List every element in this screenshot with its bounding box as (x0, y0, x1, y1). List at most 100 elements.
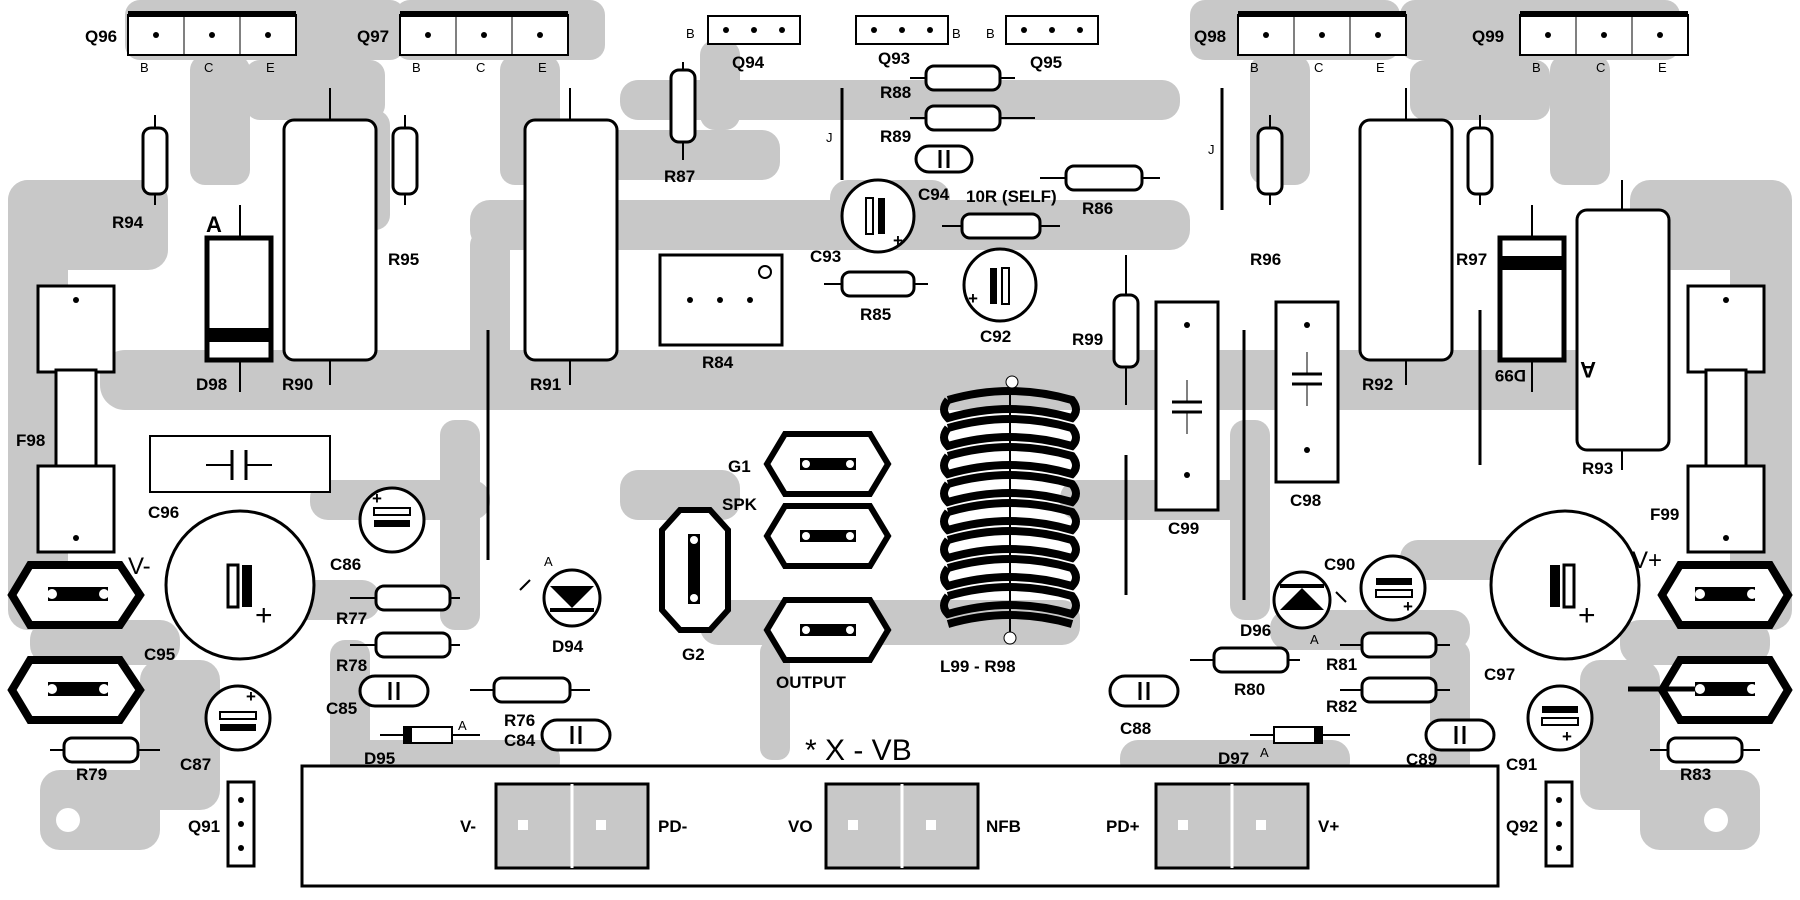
transistor-q91: Q91 (188, 780, 256, 868)
r91-label: R91 (530, 375, 561, 394)
r86-label: R86 (1082, 199, 1113, 218)
resistor-r92: R92 (1358, 88, 1454, 394)
r88-label: R88 (880, 83, 911, 102)
c95-label: C95 (144, 645, 175, 664)
transistor-q99: Q99 B C E (1472, 11, 1689, 75)
transistor-q95: B Q95 (986, 15, 1099, 72)
transistor-q92: Q92 (1506, 780, 1574, 868)
transistor-q98: Q98 B C E (1194, 11, 1407, 75)
g1-label: G1 (728, 457, 751, 476)
r77-label: R77 (336, 609, 367, 628)
conn-vo-label: VO (788, 817, 813, 836)
fuse-f98: F98 (16, 284, 116, 554)
v-minus-label: V- (128, 553, 151, 580)
l99-r98-label: L99 - R98 (940, 657, 1016, 676)
pin-c-label: C (476, 60, 485, 75)
pin-e-label: E (1376, 60, 1385, 75)
d96-label: D96 (1240, 621, 1271, 640)
r78-label: R78 (336, 656, 367, 675)
pin-c-label: C (1314, 60, 1323, 75)
r76-label: R76 (504, 711, 535, 730)
c87-label: C87 (180, 755, 211, 774)
r89-label: R89 (880, 127, 911, 146)
c97-label: C97 (1484, 665, 1515, 684)
resistor-r89: R89 (880, 104, 1035, 146)
terminal-bottom-right (1628, 656, 1793, 724)
d97-label: D97 (1218, 749, 1249, 768)
diode-d99: D99 A (1495, 205, 1596, 392)
resistor-r90: R90 (282, 88, 378, 394)
jumper-wires (486, 88, 1482, 600)
resistor-r85: R85 (824, 270, 928, 324)
conn-nfb-label: NFB (986, 817, 1021, 836)
led-d96: A D96 (1240, 570, 1347, 647)
capacitor-c90: + C90 (1324, 554, 1427, 622)
plus-sign: + (893, 231, 903, 250)
connector-strip: * X - VB V- PD- VO NFB PD+ V+ (300, 734, 1500, 888)
anode-a-label: A (1580, 357, 1596, 382)
plus-sign: + (1578, 599, 1596, 632)
plus-sign: + (372, 489, 382, 508)
r79-label: R79 (76, 765, 107, 784)
transistor-q97: Q97 B C E (357, 11, 569, 75)
pin-b-label: B (140, 60, 149, 75)
r96-label: R96 (1250, 250, 1281, 269)
conn-v-plus-label: V+ (1318, 817, 1339, 836)
resistor-r96: R96 (1250, 115, 1284, 269)
pin-b-label: B (986, 26, 995, 41)
resistor-r88: R88 (880, 64, 1015, 102)
capacitor-c85: C85 (326, 674, 430, 718)
c85-label: C85 (326, 699, 357, 718)
capacitor-c89: C89 (1406, 718, 1496, 769)
capacitor-c96: C96 (148, 435, 331, 522)
resistor-r77: R77 (336, 584, 460, 628)
r80-label: R80 (1234, 680, 1265, 699)
d95-label: D95 (364, 749, 395, 768)
q92-label: Q92 (1506, 817, 1538, 836)
q93-label: Q93 (878, 49, 910, 68)
d99-label: D99 (1495, 366, 1526, 385)
anode-a-label: A (1260, 745, 1269, 760)
c84-label: C84 (504, 731, 536, 750)
resistor-r81: R81 (1326, 631, 1450, 674)
resistor-r95: R95 (388, 115, 419, 269)
pin-e-label: E (266, 60, 275, 75)
c89-label: C89 (1406, 750, 1437, 769)
terminal-v-plus: V+ (1632, 547, 1793, 629)
r82-label: R82 (1326, 697, 1357, 716)
pin-b-label: B (1250, 60, 1259, 75)
resistor-r91: R91 (523, 88, 619, 394)
capacitor-c98: C98 (1274, 300, 1340, 510)
resistor-r84: R84 (658, 253, 784, 372)
plus-sign: + (1403, 597, 1413, 616)
c91-label: C91 (1506, 755, 1537, 774)
capacitor-large-left: + (164, 509, 316, 661)
r92-label: R92 (1362, 375, 1393, 394)
resistor-r82: R82 (1326, 676, 1450, 716)
led-d94: A D94 (519, 554, 602, 656)
ten-r-self-label: 10R (SELF) (966, 187, 1057, 206)
capacitor-c87: + C87 (180, 684, 272, 774)
terminal-bottom-left: C95 (7, 645, 175, 724)
pin-b-label: B (412, 60, 421, 75)
d94-label: D94 (552, 637, 584, 656)
fuse-f99: F99 (1650, 284, 1766, 554)
pin-e-label: E (1658, 60, 1667, 75)
c96-label: C96 (148, 503, 179, 522)
c88-label: C88 (1120, 719, 1151, 738)
jumper-j-label: J (826, 130, 833, 145)
r84-label: R84 (702, 353, 734, 372)
r94-label: R94 (112, 213, 144, 232)
r97-label: R97 (1456, 250, 1487, 269)
diode-d95: A D95 (364, 718, 480, 768)
resistor-r79: R79 (50, 736, 160, 784)
q98-label: Q98 (1194, 27, 1226, 46)
pin-e-label: E (538, 60, 547, 75)
capacitor-large-right: + C97 (1484, 509, 1641, 684)
jumper-j-label: J (1208, 142, 1215, 157)
transistor-q94: B Q94 (686, 15, 801, 72)
capacitor-c84: C84 (504, 718, 612, 752)
resistor-r78: R78 (336, 631, 460, 675)
conn-v-minus-label: V- (460, 817, 476, 836)
